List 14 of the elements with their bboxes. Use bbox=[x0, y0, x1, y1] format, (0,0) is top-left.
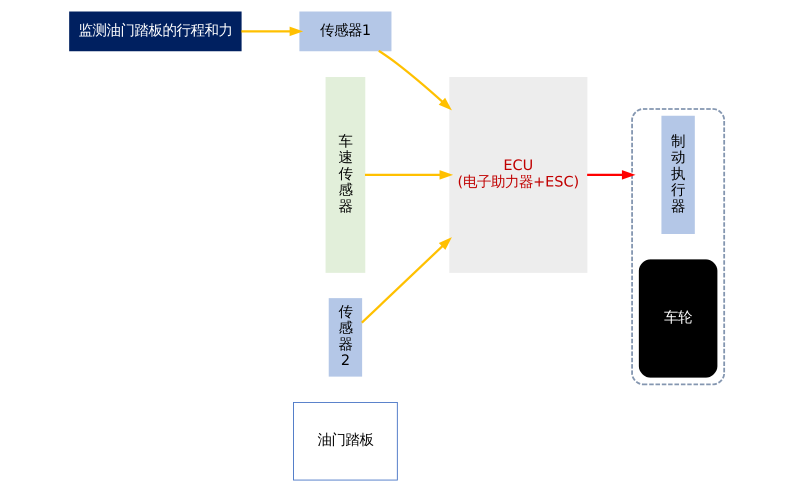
node-box: 车轮 bbox=[638, 259, 717, 378]
node-box: 监测油门踏板的行程和力 bbox=[68, 11, 242, 52]
node-box: 车速传感器 bbox=[325, 76, 365, 273]
arrow bbox=[364, 170, 453, 180]
node-box: ECU (电子助力器+ESC) bbox=[448, 76, 587, 273]
arrow bbox=[378, 50, 452, 110]
node-box: 传感器2 bbox=[328, 298, 362, 377]
arrow bbox=[586, 170, 635, 180]
node-box: 制动执行器 bbox=[660, 116, 694, 234]
node-box: 传感器1 bbox=[298, 11, 391, 52]
arrow bbox=[360, 237, 452, 324]
arrow bbox=[240, 26, 303, 36]
node-box: 油门踏板 bbox=[292, 402, 398, 481]
cluster bbox=[630, 108, 725, 386]
